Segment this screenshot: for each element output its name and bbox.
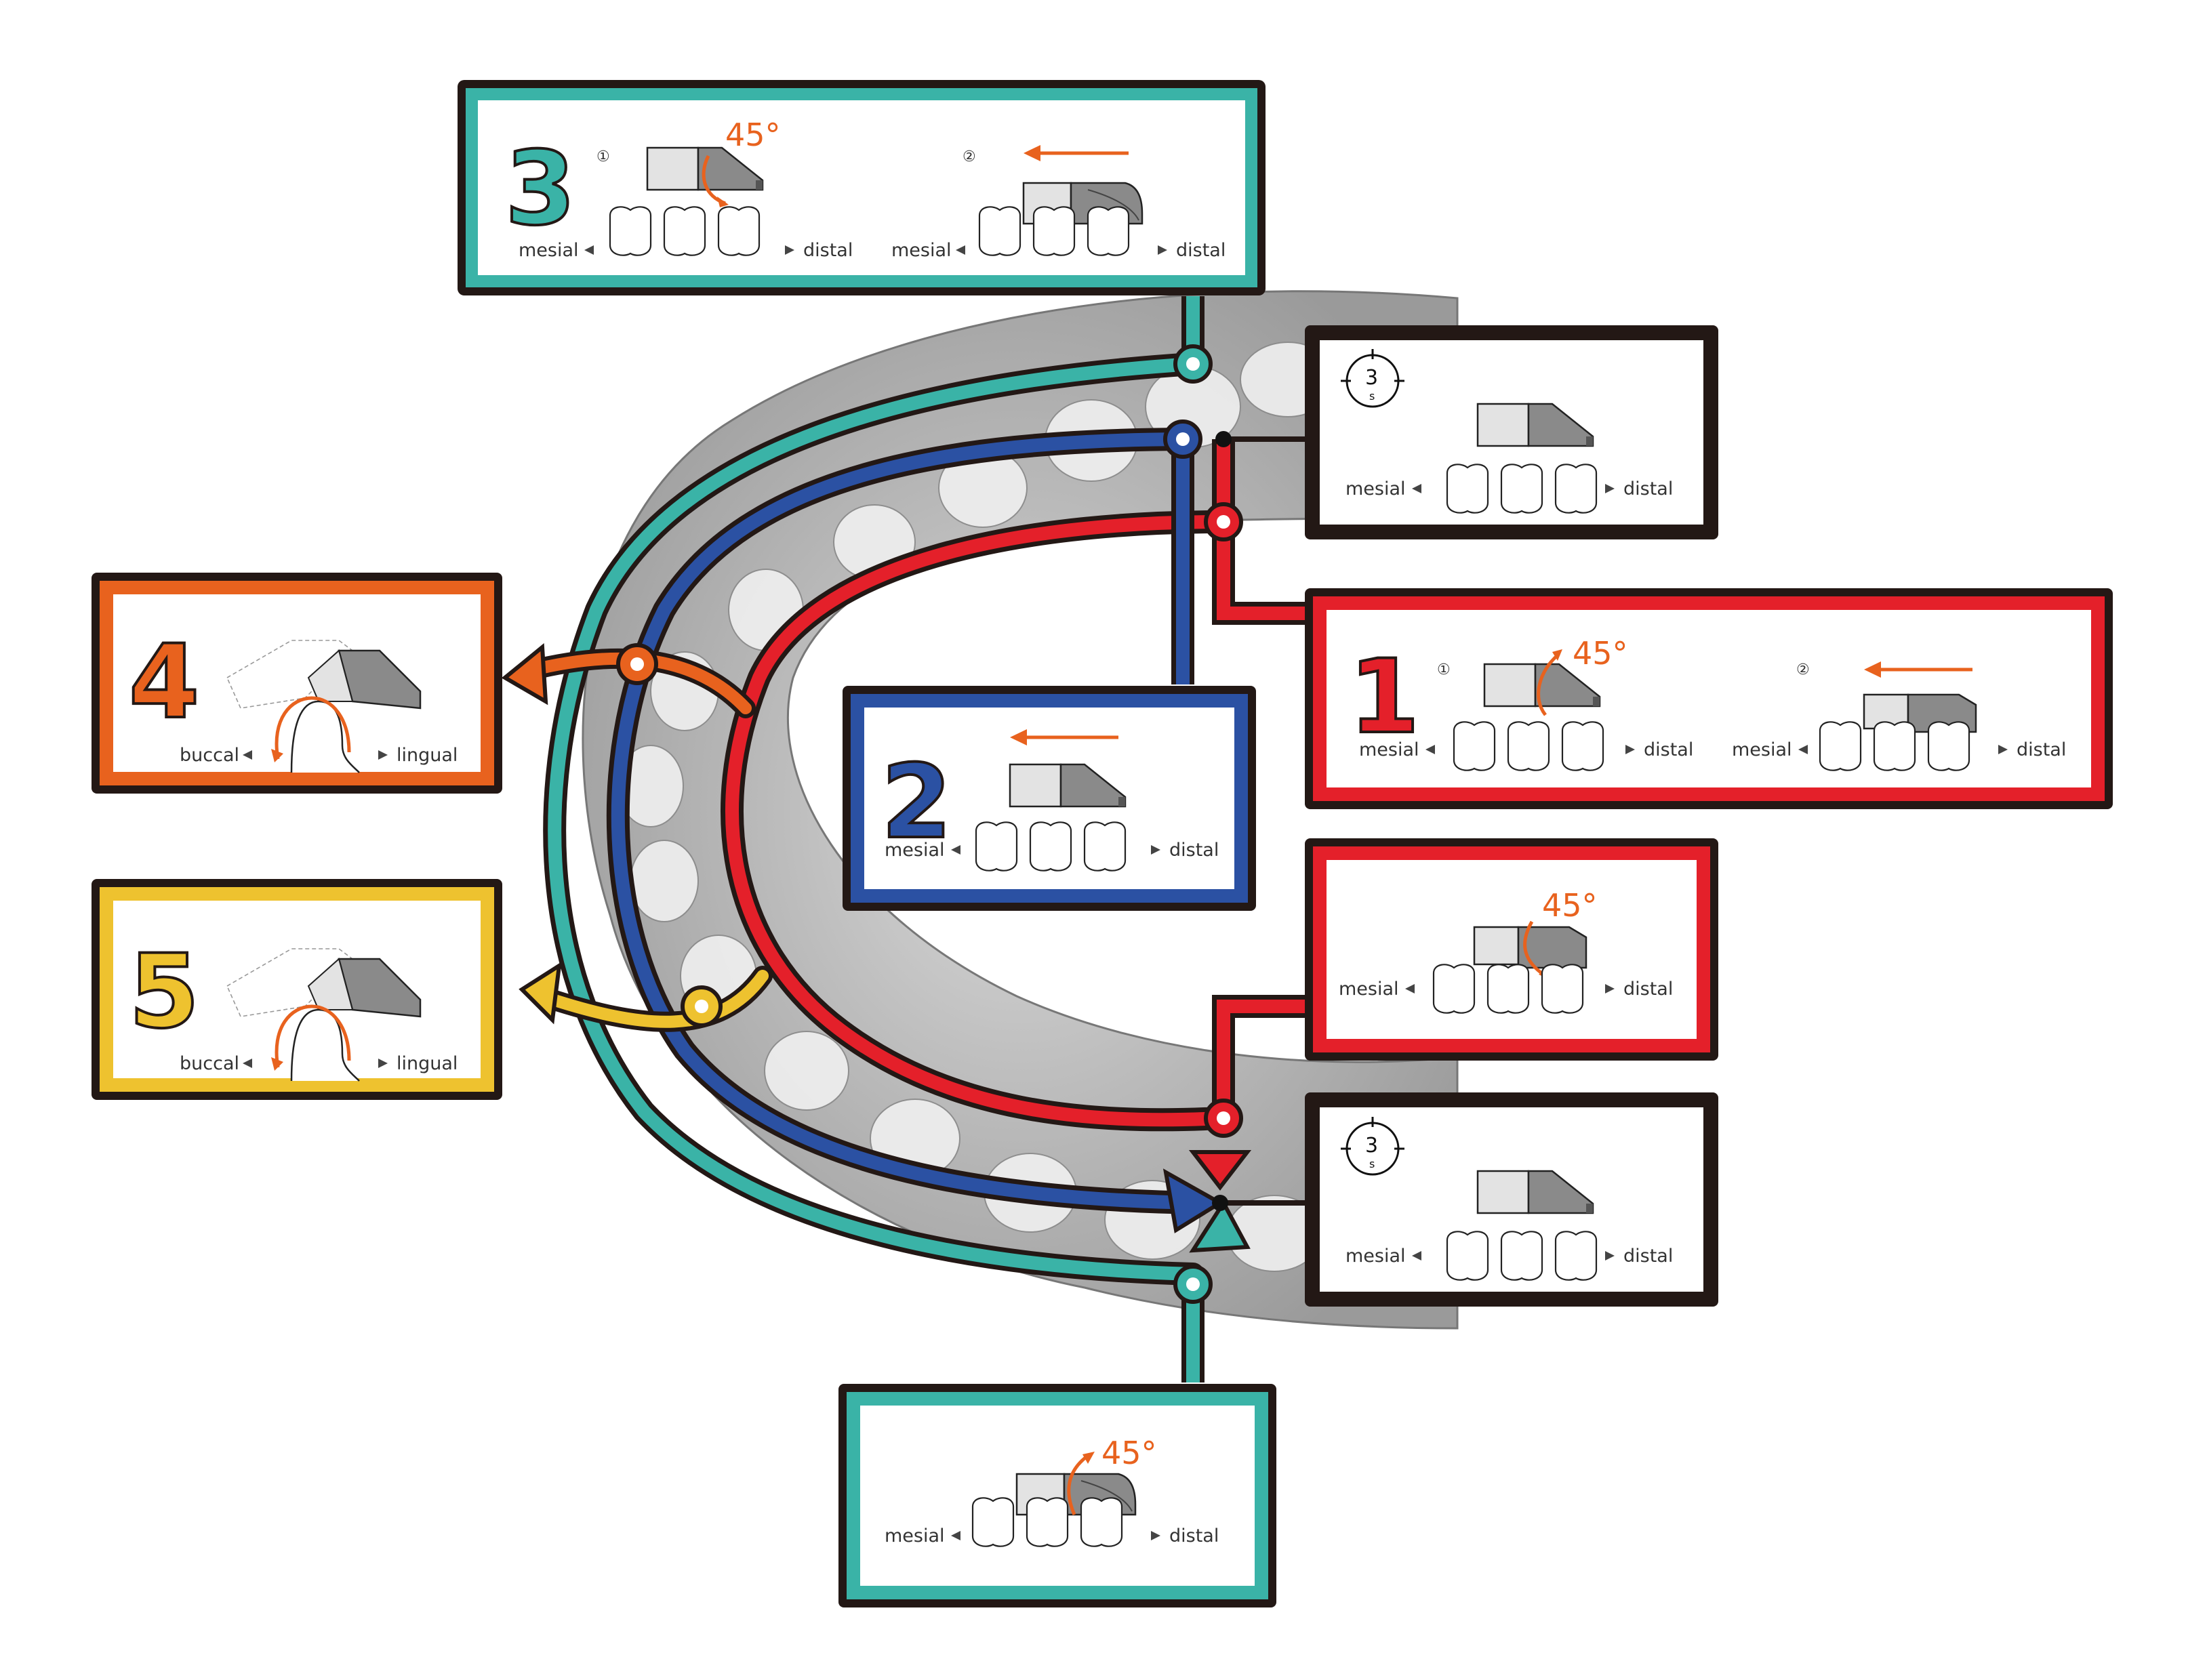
panel-step-1b: 45° mesial distal (1305, 838, 1718, 1061)
path-nodes (616, 344, 1243, 1304)
step-number: 1 (1349, 638, 1419, 756)
panel-step-3: 3 ① 45° mesial distal ② mesial distal (458, 80, 1266, 295)
buccal-label: buccal (180, 1053, 239, 1074)
mesial-label: mesial (519, 240, 579, 261)
angle-label: 45° (725, 117, 781, 153)
substep-1-marker: ① (596, 148, 610, 165)
step-number: 2 (881, 743, 952, 861)
panel-timer-bottom: 3 s mesial distal (1305, 1092, 1718, 1307)
distal-label: distal (1623, 979, 1673, 1000)
panel-timer-top: 3 s mesial distal (1305, 325, 1718, 539)
panel-step-1: 1 ① 45° mesial distal ② mesial distal (1305, 588, 2113, 809)
substep-1-marker: ① (1437, 661, 1451, 678)
mesial-label: mesial (1359, 739, 1419, 760)
distal-label: distal (1623, 478, 1673, 499)
timer-icon: 3 s (1341, 349, 1404, 408)
mesial-label: mesial (885, 840, 945, 861)
step-number: 3 (505, 130, 575, 248)
direction-arrows (243, 245, 2008, 1540)
substep-2-marker: ② (963, 148, 976, 165)
cleaning-paths (519, 352, 1235, 1286)
distal-label: distal (2017, 739, 2066, 760)
timer-value: 3 (1365, 366, 1378, 390)
distal-label: distal (1176, 240, 1226, 261)
dental-arch-model (582, 290, 1459, 1330)
distal-label: distal (1169, 1525, 1219, 1546)
angle-label: 45° (1573, 635, 1628, 672)
mesial-label: mesial (1732, 739, 1792, 760)
mesial-label: mesial (1339, 979, 1399, 1000)
timer-unit: s (1369, 390, 1375, 403)
lingual-label: lingual (397, 745, 458, 766)
mesial-label: mesial (1345, 478, 1406, 499)
timer-icon: 3 s (1341, 1117, 1404, 1176)
mesial-label: mesial (885, 1525, 945, 1546)
panel-step-5: 5 buccal lingual (92, 879, 502, 1100)
step-number: 5 (129, 933, 199, 1051)
step-number: 4 (129, 623, 199, 741)
angle-label: 45° (1101, 1435, 1157, 1471)
buccal-label: buccal (180, 745, 239, 766)
distal-label: distal (1169, 840, 1219, 861)
distal-label: distal (803, 240, 853, 261)
timer-value: 3 (1365, 1134, 1378, 1157)
timer-unit: s (1369, 1157, 1375, 1170)
lingual-label: lingual (397, 1053, 458, 1074)
distal-label: distal (1644, 739, 1693, 760)
arrowheads (501, 642, 1252, 1253)
mesial-label: mesial (891, 240, 952, 261)
substep-2-marker: ② (1796, 661, 1810, 678)
angle-label: 45° (1542, 887, 1598, 924)
mesial-label: mesial (1345, 1246, 1406, 1267)
panel-step-4: 4 buccal lingual (92, 573, 502, 794)
distal-label: distal (1623, 1246, 1673, 1267)
panel-step-3b: 45° mesial distal (838, 1384, 1276, 1607)
panel-step-2: 2 mesial distal (843, 686, 1256, 911)
